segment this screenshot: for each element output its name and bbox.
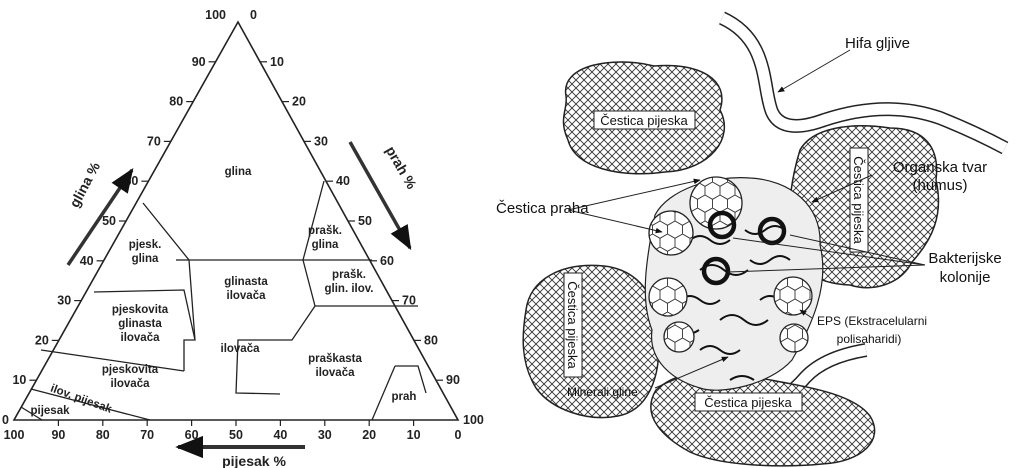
svg-text:Čestica pijeska: Čestica pijeska: [600, 113, 688, 128]
bottom-tick-label: 80: [96, 428, 110, 442]
silt-particle-5: [774, 277, 812, 315]
class-prask-glina: prašk.: [308, 225, 342, 237]
class-prask-glina: glina: [312, 239, 339, 251]
label-bakterijske-kolonije: kolonije: [940, 269, 991, 286]
triangle-tick-labels: 1009080706050403020100010203040506070809…: [2, 8, 484, 442]
bottom-tick-label: 40: [273, 428, 287, 442]
left-tick-label: 80: [169, 95, 183, 109]
sand-axis-title: pijesak %: [222, 453, 286, 468]
silt-particle-6: [780, 324, 808, 352]
left-tick-label: 100: [205, 8, 226, 22]
bottom-tick-label: 30: [318, 428, 332, 442]
class-glinasta-ilovaca: ilovača: [227, 290, 267, 302]
class-prask-glin-ilov: glin. ilov.: [325, 283, 374, 295]
bottom-tick-label: 0: [455, 428, 462, 442]
class-prask-glin-ilov: prašk.: [332, 269, 366, 281]
right-tick-label: 10: [270, 55, 284, 69]
class-praskasta-ilovaca: ilovača: [316, 367, 356, 379]
class-pijesak: pijesak: [31, 405, 71, 417]
label-cestica-praha: Čestica praha: [496, 200, 589, 217]
class-pjeskovita-ilovaca: ilovača: [111, 378, 151, 390]
silt-particle-4: [664, 322, 694, 352]
class-pjesk-glina: pjesk.: [129, 239, 162, 251]
bottom-tick-label: 60: [185, 428, 199, 442]
sand-particle-bottom: [651, 372, 875, 466]
left-tick-label: 20: [35, 333, 49, 347]
silt-particle-3: [649, 278, 687, 316]
sand-label-left: Čestica pijeska: [564, 273, 582, 377]
right-tick-label: 20: [292, 95, 306, 109]
triangle-outline: [14, 22, 458, 420]
right-tick-label: 70: [402, 294, 416, 308]
class-pjeskovita-ilovaca: pjeskovita: [102, 364, 159, 376]
texture-triangle: 1009080706050403020100010203040506070809…: [2, 8, 484, 468]
bottom-tick-label: 20: [362, 428, 376, 442]
silt-axis-title: prah %: [383, 143, 420, 192]
label-organska-tvar: Organska tvar: [893, 159, 987, 176]
right-tick-label: 30: [314, 134, 328, 148]
sand-label-bottom: Čestica pijeska: [695, 393, 802, 411]
left-tick-label: 90: [192, 55, 206, 69]
left-tick-label: 0: [2, 413, 9, 427]
left-tick-label: 70: [147, 134, 161, 148]
left-tick-label: 30: [57, 294, 71, 308]
silt-particle-2: [649, 211, 693, 255]
label-eps: EPS (Ekstracelularni: [817, 314, 927, 328]
bottom-tick-label: 10: [407, 428, 421, 442]
sand-label-right: Čestica pijeska: [850, 148, 868, 252]
label-organska-tvar: (humus): [912, 177, 967, 194]
class-ilovaca: ilovača: [221, 343, 261, 355]
class-glina: glina: [225, 166, 252, 178]
svg-text:Čestica pijeska: Čestica pijeska: [851, 156, 866, 244]
bottom-tick-label: 100: [4, 428, 25, 442]
clay-axis-title: glina %: [66, 159, 103, 210]
right-tick-label: 0: [250, 8, 257, 22]
class-prah: prah: [392, 391, 417, 403]
bottom-tick-label: 50: [229, 428, 243, 442]
class-pjeskovita-glinasta-ilovaca: glinasta: [118, 318, 162, 330]
class-pjesk-glina: glina: [132, 253, 159, 265]
soil-aggregate-diagram: Čestica pijeska Čestica pijeska Čestica …: [496, 18, 1005, 466]
svg-text:Čestica pijeska: Čestica pijeska: [565, 281, 580, 369]
right-tick-label: 100: [463, 413, 484, 427]
right-tick-label: 60: [380, 254, 394, 268]
right-tick-label: 40: [336, 174, 350, 188]
right-tick-label: 50: [358, 214, 372, 228]
right-tick-label: 90: [446, 373, 460, 387]
class-glinasta-ilovaca: glinasta: [224, 276, 268, 288]
label-eps: polisaharidi): [837, 332, 902, 346]
label-minerali-gline: Minerali gline: [567, 385, 638, 399]
svg-text:Čestica pijeska: Čestica pijeska: [704, 395, 792, 410]
left-tick-label: 10: [12, 373, 26, 387]
class-praskasta-ilovaca: praškasta: [308, 353, 362, 365]
class-pjeskovita-glinasta-ilovaca: pjeskovita: [112, 304, 169, 316]
bottom-tick-label: 90: [51, 428, 65, 442]
label-hifa-gljive: Hifa gljive: [845, 35, 910, 52]
right-tick-label: 80: [424, 333, 438, 347]
class-pjeskovita-glinasta-ilovaca: ilovača: [121, 332, 161, 344]
left-tick-label: 40: [80, 254, 94, 268]
label-bakterijske-kolonije: Bakterijske: [928, 250, 1001, 267]
bottom-tick-label: 70: [140, 428, 154, 442]
left-tick-label: 50: [102, 214, 116, 228]
sand-label-top: Čestica pijeska: [594, 111, 695, 129]
